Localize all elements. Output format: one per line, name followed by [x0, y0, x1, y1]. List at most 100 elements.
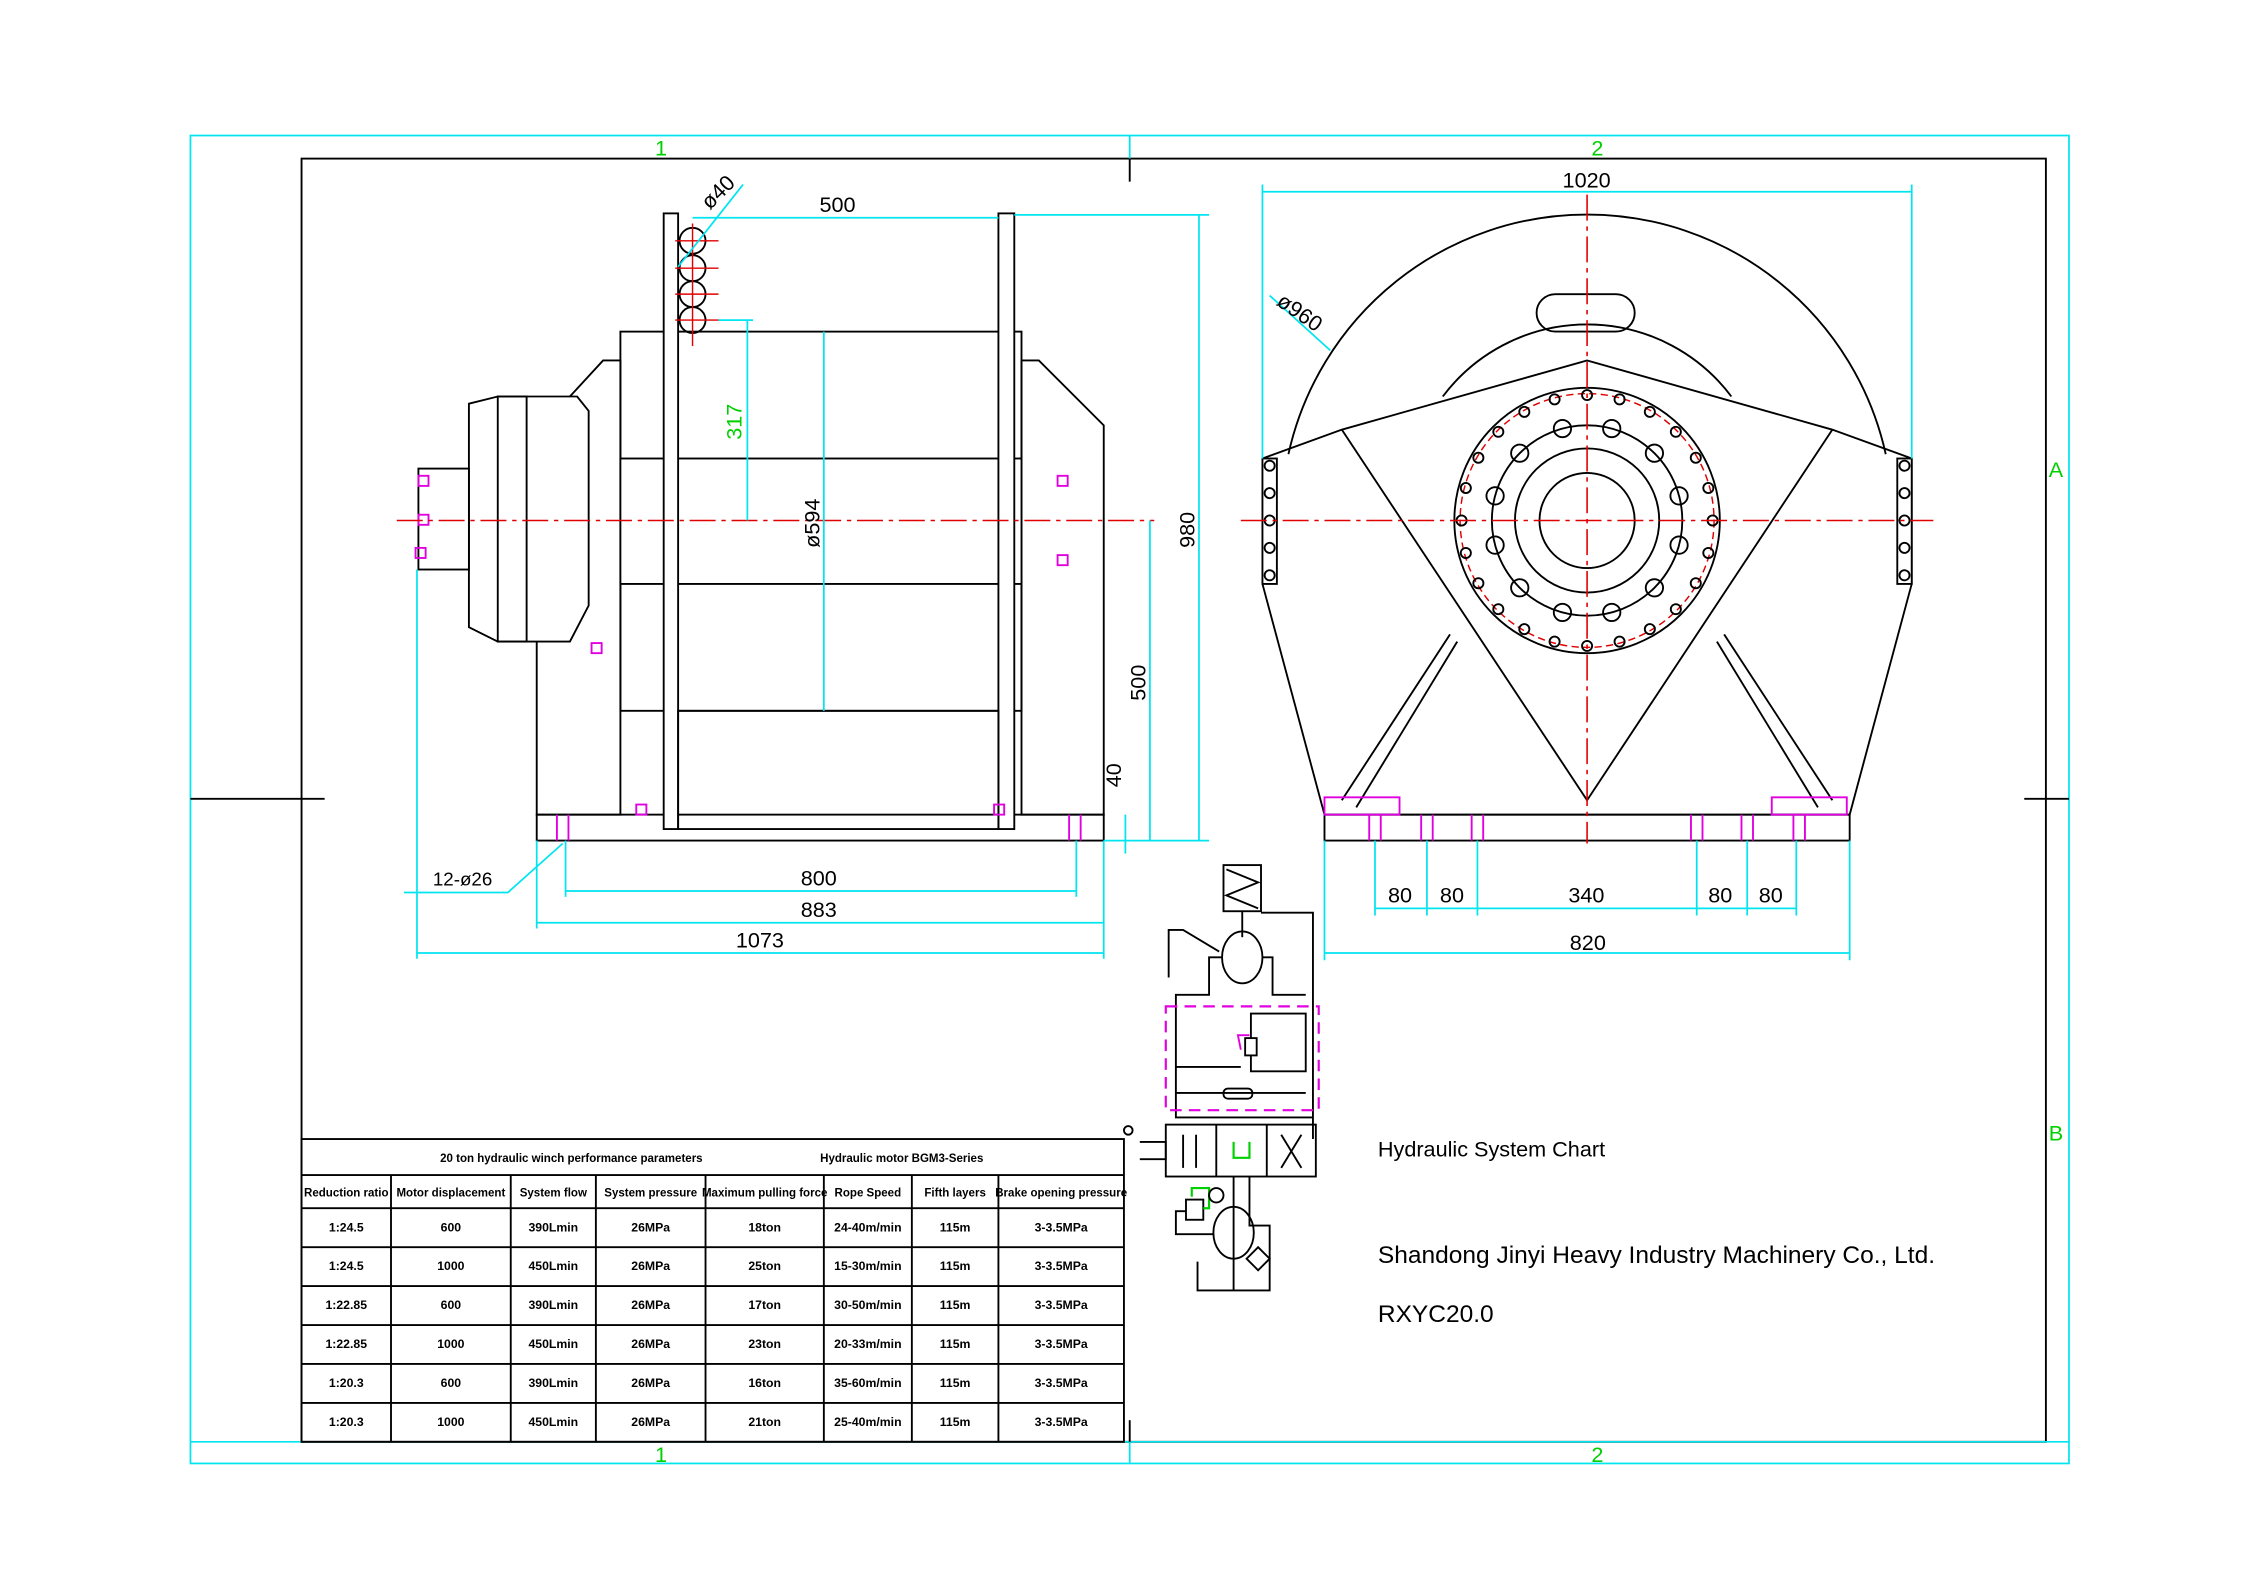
- zone-label-b: B: [2049, 1120, 2063, 1145]
- zone-label-1-bottom: 1: [655, 1442, 667, 1467]
- table-header-cell: Fifth layers: [924, 1188, 985, 1200]
- table-header-cell: Brake opening pressure: [995, 1188, 1127, 1200]
- table-cell: 25-40m/min: [834, 1415, 901, 1429]
- table-cell: 3-3.5MPa: [1035, 1298, 1088, 1312]
- dim-spacing-2: 80: [1440, 883, 1464, 908]
- winch-end-view: [1240, 184, 1934, 961]
- dim-rope-diameter: ø40: [696, 170, 740, 214]
- table-cell: 1:20.3: [329, 1376, 364, 1390]
- bolt-hole: [1613, 393, 1626, 406]
- bolt-hole: [1669, 425, 1682, 438]
- bolt-hole: [1459, 546, 1472, 559]
- bolt-hole: [1689, 577, 1702, 590]
- side-bolt: [1898, 541, 1911, 554]
- table-cell: 24-40m/min: [834, 1220, 901, 1234]
- bolt-hole-large: [1485, 486, 1505, 506]
- bolt-hole-large: [1644, 578, 1665, 598]
- bolt-hole-large: [1669, 535, 1689, 555]
- table-cell: 20-33m/min: [834, 1337, 901, 1351]
- zone-label-2-top: 2: [1591, 136, 1603, 161]
- table-header-cell: Motor displacement: [396, 1188, 505, 1200]
- table-cell: 1:24.5: [329, 1220, 364, 1234]
- table-cell: 115m: [940, 1298, 971, 1312]
- dim-total-height: 980: [1175, 512, 1200, 548]
- performance-parameters-table: 20 ton hydraulic winch performance param…: [300, 1138, 1128, 1443]
- table-cell: 18ton: [748, 1220, 781, 1234]
- bolt-hole: [1492, 425, 1505, 438]
- zone-label-1-top: 1: [655, 136, 667, 161]
- side-bolt: [1263, 541, 1276, 554]
- table-cell: 1:24.5: [329, 1259, 364, 1273]
- bolt-hole-large: [1510, 578, 1530, 598]
- table-cell: 115m: [940, 1220, 971, 1234]
- company-name: Shandong Jinyi Heavy Industry Machinery …: [1378, 1242, 1935, 1269]
- table-cell: 450Lmin: [528, 1259, 578, 1273]
- table-header-cell: System pressure: [604, 1188, 697, 1200]
- table-cell: 21ton: [748, 1415, 781, 1429]
- table-cell: 1:20.3: [329, 1415, 364, 1429]
- dim-overall-length: 1073: [736, 927, 784, 952]
- table-cell: 25ton: [748, 1259, 781, 1273]
- table-cell: 115m: [940, 1337, 971, 1351]
- bolt-hole-large: [1485, 535, 1505, 555]
- table-cell: 3-3.5MPa: [1035, 1337, 1088, 1351]
- table-cell: 26MPa: [631, 1415, 670, 1429]
- bolt-hole: [1689, 451, 1702, 464]
- dim-end-width: 1020: [1563, 167, 1611, 192]
- dim-center-height: 500: [1126, 665, 1151, 701]
- table-cell: 600: [441, 1220, 462, 1234]
- table-cell: 115m: [940, 1259, 971, 1273]
- table-cell: 600: [441, 1376, 462, 1390]
- bolt-hole-large: [1644, 443, 1665, 463]
- dim-base-length: 883: [801, 897, 837, 922]
- table-cell: 1:22.85: [325, 1298, 367, 1312]
- model-number: RXYC20.0: [1378, 1301, 1494, 1328]
- bolt-hole: [1643, 405, 1656, 418]
- table-cell: 26MPa: [631, 1337, 670, 1351]
- bolt-hole: [1492, 603, 1505, 616]
- hydraulic-schematic: [1123, 864, 1320, 1292]
- bolt-hole: [1581, 389, 1594, 402]
- table-cell: 26MPa: [631, 1259, 670, 1273]
- dim-spacing-1: 80: [1388, 883, 1412, 908]
- table-cell: 3-3.5MPa: [1035, 1259, 1088, 1273]
- bolt-hole: [1518, 623, 1531, 636]
- side-bolt: [1898, 569, 1911, 582]
- bolt-hole-large: [1602, 418, 1622, 439]
- bolt-hole: [1669, 603, 1682, 616]
- table-cell: 450Lmin: [528, 1337, 578, 1351]
- dim-flange-gap: 500: [820, 192, 856, 217]
- bolt-hole: [1472, 451, 1485, 464]
- table-cell: 26MPa: [631, 1298, 670, 1312]
- table-cell: 1000: [437, 1259, 464, 1273]
- table-cell: 390Lmin: [528, 1298, 578, 1312]
- dim-spacing-5: 80: [1759, 883, 1783, 908]
- dim-flange-diameter: ø960: [1273, 288, 1328, 337]
- dim-base-width: 820: [1570, 930, 1606, 955]
- side-bolt: [1263, 569, 1276, 582]
- table-cell: 15-30m/min: [834, 1259, 901, 1273]
- table-cell: 450Lmin: [528, 1415, 578, 1429]
- table-cell: 35-60m/min: [834, 1376, 901, 1390]
- table-cell: 17ton: [748, 1298, 781, 1312]
- dim-drum-radius: 317: [722, 404, 747, 440]
- table-cell: 1000: [437, 1337, 464, 1351]
- border-frame: [189, 134, 2070, 1465]
- table-cell: 26MPa: [631, 1376, 670, 1390]
- zone-label-a: A: [2049, 457, 2064, 482]
- side-bolt: [1898, 459, 1911, 472]
- table-cell: 23ton: [748, 1337, 781, 1351]
- bolt-hole: [1702, 546, 1715, 559]
- dim-bolt-spacing: 800: [801, 865, 837, 890]
- dim-base-thickness: 40: [1101, 763, 1126, 787]
- bolt-hole: [1643, 623, 1656, 636]
- table-cell: 30-50m/min: [834, 1298, 901, 1312]
- bolt-hole-large: [1510, 443, 1530, 463]
- table-cell: 1:22.85: [325, 1337, 367, 1351]
- table-cell: 600: [441, 1298, 462, 1312]
- table-cell: 3-3.5MPa: [1035, 1220, 1088, 1234]
- winch-side-view: [396, 184, 1210, 959]
- table-cell: 115m: [940, 1376, 971, 1390]
- side-bolt: [1898, 487, 1911, 500]
- bolt-hole: [1548, 393, 1561, 406]
